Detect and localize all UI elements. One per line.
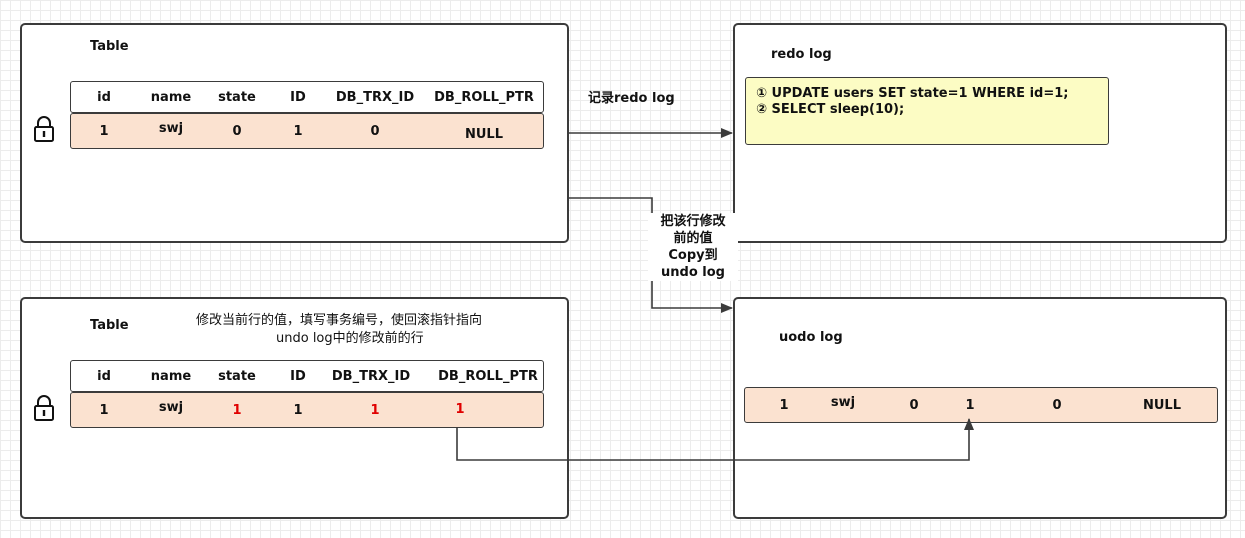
table-row: 1 swj 0 1 0 NULL xyxy=(70,113,544,149)
table-title: Table xyxy=(90,39,129,54)
update-note-line2: undo log中的修改前的行 xyxy=(276,331,424,346)
cell-ID: 1 xyxy=(293,123,303,139)
undo-log-title: uodo log xyxy=(779,330,843,345)
lock-icon xyxy=(34,395,54,421)
cell-db-roll-ptr-updated: 1 xyxy=(455,401,465,417)
update-note-line1: 修改当前行的值，填写事务编号，使回滚指针指向 xyxy=(196,313,483,328)
cell-db-trx-id: 0 xyxy=(370,123,380,139)
header-db-roll-ptr: DB_ROLL_PTR xyxy=(434,89,534,105)
undo-arrow-label: 把该行修改 前的值 Copy到 undo log xyxy=(648,213,738,281)
header-db-roll-ptr: DB_ROLL_PTR xyxy=(438,368,538,384)
undo-arrow-label-line2: 前的值 xyxy=(673,231,713,246)
header-ID: ID xyxy=(290,89,306,105)
header-db-trx-id: DB_TRX_ID xyxy=(335,89,415,105)
undo-cell-state: 0 xyxy=(909,397,919,413)
redo-arrow-label: 记录redo log xyxy=(588,91,675,106)
cell-state-updated: 1 xyxy=(232,402,242,418)
table-header-row: id name state ID DB_TRX_ID DB_ROLL_PTR xyxy=(70,81,544,113)
header-id: id xyxy=(97,89,111,105)
table-box-after: Table 修改当前行的值，填写事务编号，使回滚指针指向 undo log中的修… xyxy=(20,297,569,519)
table-header-row: id name state ID DB_TRX_ID DB_ROLL_PTR xyxy=(70,360,544,392)
undo-cell-name: swj xyxy=(830,394,856,410)
undo-cell-db-trx-id: 0 xyxy=(1052,397,1062,413)
undo-arrow-label-line4: undo log xyxy=(661,265,725,280)
undo-log-box: uodo log 1 swj 0 1 0 NULL xyxy=(733,297,1227,519)
redo-log-box: redo log ① UPDATE users SET state=1 WHER… xyxy=(733,23,1227,243)
header-db-trx-id: DB_TRX_ID xyxy=(331,368,411,384)
cell-name: swj xyxy=(158,399,184,415)
table-title: Table xyxy=(90,318,129,333)
cell-state: 0 xyxy=(232,123,242,139)
header-state: state xyxy=(218,368,256,384)
cell-ID: 1 xyxy=(293,402,303,418)
redo-log-entries: ① UPDATE users SET state=1 WHERE id=1; ②… xyxy=(745,77,1109,145)
undo-cell-ID: 1 xyxy=(965,397,975,413)
header-id: id xyxy=(97,368,111,384)
cell-db-trx-id-updated: 1 xyxy=(370,402,380,418)
header-state: state xyxy=(218,89,256,105)
cell-name: swj xyxy=(158,120,184,136)
cell-id: 1 xyxy=(99,123,109,139)
undo-cell-id: 1 xyxy=(779,397,789,413)
header-name: name xyxy=(150,368,192,384)
undo-arrow-label-line1: 把该行修改 xyxy=(660,214,726,229)
table-row: 1 swj 1 1 1 1 xyxy=(70,392,544,428)
cell-db-roll-ptr: NULL xyxy=(464,126,503,142)
undo-log-row: 1 swj 0 1 0 NULL xyxy=(744,387,1218,423)
undo-arrow-label-line3: Copy到 xyxy=(668,248,718,263)
redo-entry-2: ② SELECT sleep(10); xyxy=(756,102,905,117)
redo-entry-1: ① UPDATE users SET state=1 WHERE id=1; xyxy=(756,86,1069,101)
header-ID: ID xyxy=(290,368,306,384)
undo-cell-db-roll-ptr: NULL xyxy=(1142,397,1181,413)
cell-id: 1 xyxy=(99,402,109,418)
redo-log-title: redo log xyxy=(771,47,832,62)
lock-icon xyxy=(34,116,54,142)
table-box-before: Table id name state ID DB_TRX_ID DB_ROLL… xyxy=(20,23,569,243)
header-name: name xyxy=(150,89,192,105)
